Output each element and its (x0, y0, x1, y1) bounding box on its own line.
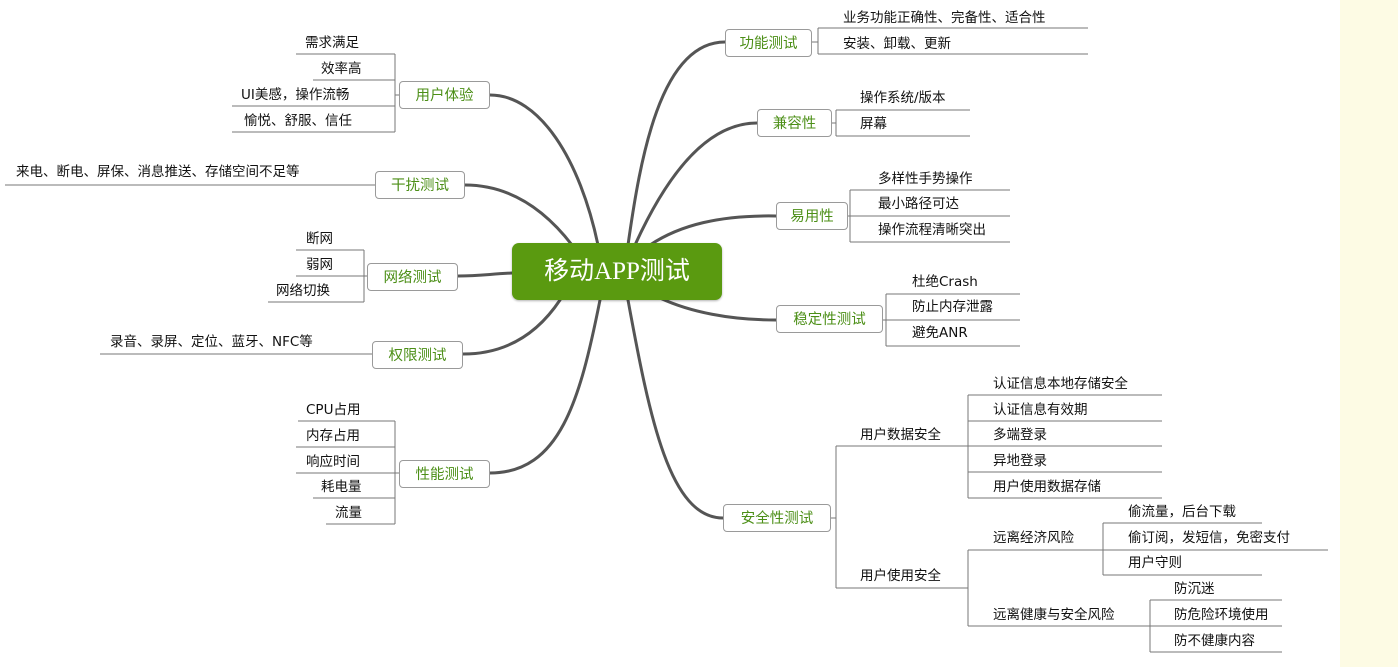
leaf-functional-2: 安装、卸载、更新 (843, 36, 951, 52)
branch-compatibility[interactable]: 兼容性 (757, 109, 832, 137)
branch-security[interactable]: 安全性测试 (723, 504, 831, 532)
connector-permission (461, 298, 562, 356)
leaf-data-security-4: 异地登录 (993, 453, 1047, 469)
branch-ux[interactable]: 用户体验 (399, 81, 490, 109)
leaf-health-2: 防危险环境使用 (1174, 607, 1269, 623)
leaf-data-security-5: 用户使用数据存储 (993, 479, 1101, 495)
sub-health-risk: 远离健康与安全风险 (993, 607, 1115, 623)
leaf-stability-3: 避免ANR (912, 325, 968, 341)
connector-network (456, 271, 514, 278)
leaf-stability-2: 防止内存泄露 (912, 299, 993, 315)
leaf-performance-4: 耗电量 (321, 479, 362, 495)
connector-ux (488, 93, 600, 247)
leaf-economic-2: 偷订阅，发短信，免密支付 (1128, 530, 1290, 546)
leaf-compatibility-1: 操作系统/版本 (860, 90, 946, 106)
connector-security (626, 298, 725, 520)
connector-usability (648, 214, 778, 247)
connector-stability (658, 296, 778, 322)
connector-interference (463, 183, 574, 247)
central-topic[interactable]: 移动APP测试 (512, 243, 722, 300)
leaf-ux-2: 效率高 (321, 61, 362, 77)
leaf-compatibility-2: 屏幕 (860, 116, 887, 132)
leaf-data-security-2: 认证信息有效期 (993, 402, 1088, 418)
leaf-usability-3: 操作流程清晰突出 (878, 222, 986, 238)
leaf-usability-1: 多样性手势操作 (878, 171, 973, 187)
sub-data-security: 用户数据安全 (860, 427, 941, 443)
branch-functional[interactable]: 功能测试 (725, 29, 812, 57)
leaf-ux-1: 需求满足 (305, 35, 359, 51)
leaf-network-3: 网络切换 (276, 283, 330, 299)
connector-performance (488, 298, 602, 475)
leaf-interference-1: 来电、断电、屏保、消息推送、存储空间不足等 (16, 164, 300, 180)
leaf-economic-1: 偷流量，后台下载 (1128, 504, 1236, 520)
leaf-performance-1: CPU占用 (306, 402, 361, 418)
leaf-functional-1: 业务功能正确性、完备性、适合性 (843, 10, 1046, 26)
side-panel (1340, 0, 1398, 667)
sub-economic-risk: 远离经济风险 (993, 530, 1074, 546)
leaf-economic-3: 用户守则 (1128, 555, 1182, 571)
sub-usage-security: 用户使用安全 (860, 568, 941, 584)
leaf-usability-2: 最小路径可达 (878, 196, 959, 212)
branch-permission[interactable]: 权限测试 (372, 341, 463, 369)
leaf-performance-2: 内存占用 (306, 428, 360, 444)
leaf-ux-4: 愉悦、舒服、信任 (244, 113, 352, 129)
leaf-stability-1: 杜绝Crash (912, 274, 978, 290)
branch-performance[interactable]: 性能测试 (399, 460, 490, 488)
leaf-health-3: 防不健康内容 (1174, 633, 1255, 649)
leaf-data-security-1: 认证信息本地存储安全 (993, 376, 1128, 392)
leaf-network-2: 弱网 (306, 257, 333, 273)
leaf-data-security-3: 多端登录 (993, 427, 1047, 443)
branch-usability[interactable]: 易用性 (776, 202, 848, 230)
connector-compatibility (633, 121, 759, 247)
leaf-ux-3: UI美感，操作流畅 (241, 87, 350, 103)
leaf-network-1: 断网 (306, 231, 333, 247)
leaf-performance-3: 响应时间 (306, 454, 360, 470)
leaf-performance-5: 流量 (335, 505, 362, 521)
branch-interference[interactable]: 干扰测试 (375, 171, 465, 199)
branch-stability[interactable]: 稳定性测试 (776, 305, 883, 333)
leaf-permission-1: 录音、录屏、定位、蓝牙、NFC等 (110, 334, 313, 350)
leaf-health-1: 防沉迷 (1174, 581, 1215, 597)
branch-network[interactable]: 网络测试 (367, 263, 458, 291)
connector-functional (626, 40, 727, 247)
